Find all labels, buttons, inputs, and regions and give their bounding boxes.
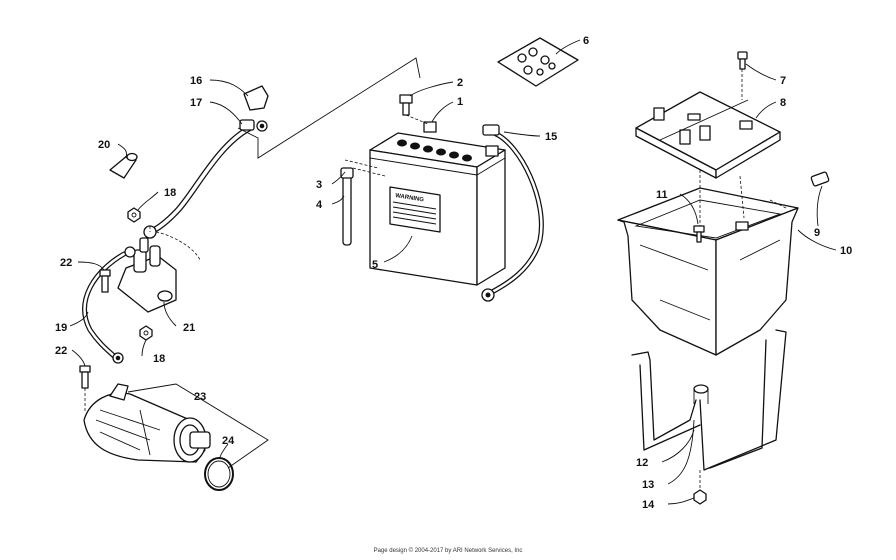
starter-motor [83,383,211,463]
screw-lower [79,365,91,412]
nut-lower [139,325,153,341]
callout-5: 5 [372,259,378,271]
hardware-kit [497,37,579,87]
callout-20: 20 [98,139,110,151]
starter-cable [147,119,268,235]
callout-3: 3 [316,179,322,191]
leader-lines [69,39,837,505]
callout-15: 15 [545,131,557,143]
callout-21: 21 [183,322,195,334]
callout-box-23 [127,383,269,469]
callout-6: 6 [583,35,589,47]
callout-14: 14 [642,499,655,511]
callout-13: 13 [642,479,654,491]
screw-upper [99,269,111,293]
nut-upper [127,207,141,223]
callout-12: 12 [636,457,648,469]
support-bracket [631,329,787,471]
callout-16: 16 [190,75,202,87]
solenoid-boot [109,152,138,179]
starter-solenoid [117,225,201,313]
bracket-nut [693,470,707,505]
callout-23: 23 [194,391,206,403]
battery-bolt [399,94,429,125]
cover-bolt [737,51,748,100]
callout-19: 19 [55,322,67,334]
callout-18-upper: 18 [164,187,176,199]
callout-17: 17 [190,97,202,109]
o-ring [204,457,234,491]
callout-labels: 1 2 3 4 5 6 7 8 9 10 11 12 13 14 15 16 1… [55,35,852,511]
copyright-footer: Page design © 2004-2017 by ARI Network S… [373,548,523,554]
callout-22-upper: 22 [60,257,72,269]
terminal-boot [243,85,269,111]
callout-11: 11 [656,189,668,201]
positive-cable [481,124,544,302]
battery-cover [635,91,781,179]
callout-10: 10 [840,245,852,257]
ground-cable [82,251,127,364]
callout-8: 8 [780,97,786,109]
tray-clip [810,171,830,187]
callout-7: 7 [780,75,786,87]
battery: WARNING [369,121,506,286]
battery-warning-label: WARNING [395,193,425,204]
callout-9: 9 [814,227,820,239]
tray-bolt [693,225,705,243]
callout-24: 24 [222,435,235,447]
callout-22-lower: 22 [55,345,67,357]
callout-4: 4 [316,199,323,211]
battery-tray [617,170,799,356]
callout-1: 1 [457,96,463,108]
callout-box-17 [237,57,421,159]
callout-2: 2 [457,77,463,89]
callout-18-lower: 18 [153,353,165,365]
vent-tube [340,159,386,246]
